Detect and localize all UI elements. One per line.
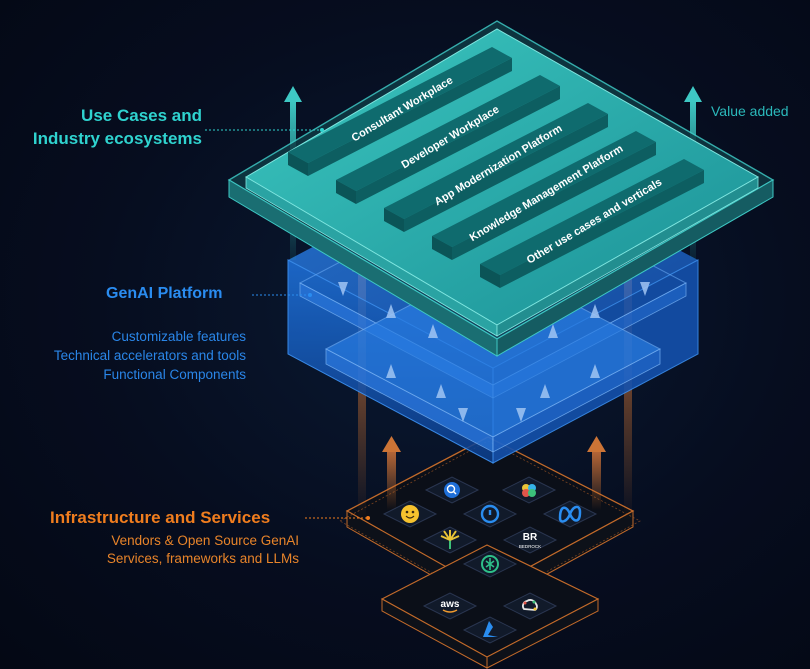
feature-item: Technical accelerators and tools <box>53 348 246 363</box>
genai-platform-features: Customizable features Technical accelera… <box>54 327 246 384</box>
value-added-label: Value added <box>711 103 789 119</box>
use-cases-title-line2: Industry ecosystems <box>32 129 202 148</box>
meta-icon <box>542 500 598 528</box>
circle-power-icon <box>462 500 518 528</box>
up-arrow-icon <box>587 436 606 510</box>
down-arrow-icon <box>458 408 468 422</box>
up-arrow-icon <box>428 324 438 338</box>
svg-text:aws: aws <box>441 599 460 610</box>
openai-icon <box>462 550 518 578</box>
up-arrow-icon <box>436 384 446 398</box>
infrastructure-subtitle: Vendors & Open Source GenAI Services, fr… <box>107 532 299 568</box>
use-cases-title: Use Cases and Industry ecosystems <box>10 104 202 150</box>
down-arrow-icon <box>640 282 650 296</box>
use-cases-title-line1: Use Cases and <box>81 106 202 125</box>
hugging-face-icon <box>382 500 438 528</box>
feature-item: Customizable features <box>111 329 246 344</box>
up-arrow-icon <box>540 384 550 398</box>
aws-icon: aws <box>422 592 478 620</box>
genai-platform-title: GenAI Platform <box>106 285 223 302</box>
up-arrow-icon <box>382 436 401 510</box>
up-arrow-icon <box>386 304 396 318</box>
infrastructure-title: Infrastructure and Services <box>50 508 271 527</box>
cloud-search-icon <box>424 476 480 504</box>
palm-icon <box>422 526 478 554</box>
infrastructure-subtitle-line1: Vendors & Open Source GenAI <box>111 533 299 548</box>
connector-lines <box>205 128 370 520</box>
infrastructure-subtitle-line2: Services, frameworks and LLMs <box>106 551 299 566</box>
up-arrow-icon <box>386 364 396 378</box>
azure-icon <box>462 616 518 644</box>
up-arrow-icon <box>590 364 600 378</box>
up-arrow-icon <box>548 324 558 338</box>
down-arrow-icon <box>516 408 526 422</box>
svg-text:BEDROCK: BEDROCK <box>519 544 541 549</box>
gemini-icon <box>501 476 557 504</box>
feature-item: Functional Components <box>103 367 246 382</box>
infra-logo-tiles: BR BEDROCK aws <box>382 476 598 644</box>
svg-text:BR: BR <box>523 532 538 543</box>
google-cloud-icon <box>502 592 558 620</box>
up-arrow-icon <box>590 304 600 318</box>
bedrock-icon: BR BEDROCK <box>502 526 558 554</box>
down-arrow-icon <box>338 282 348 296</box>
